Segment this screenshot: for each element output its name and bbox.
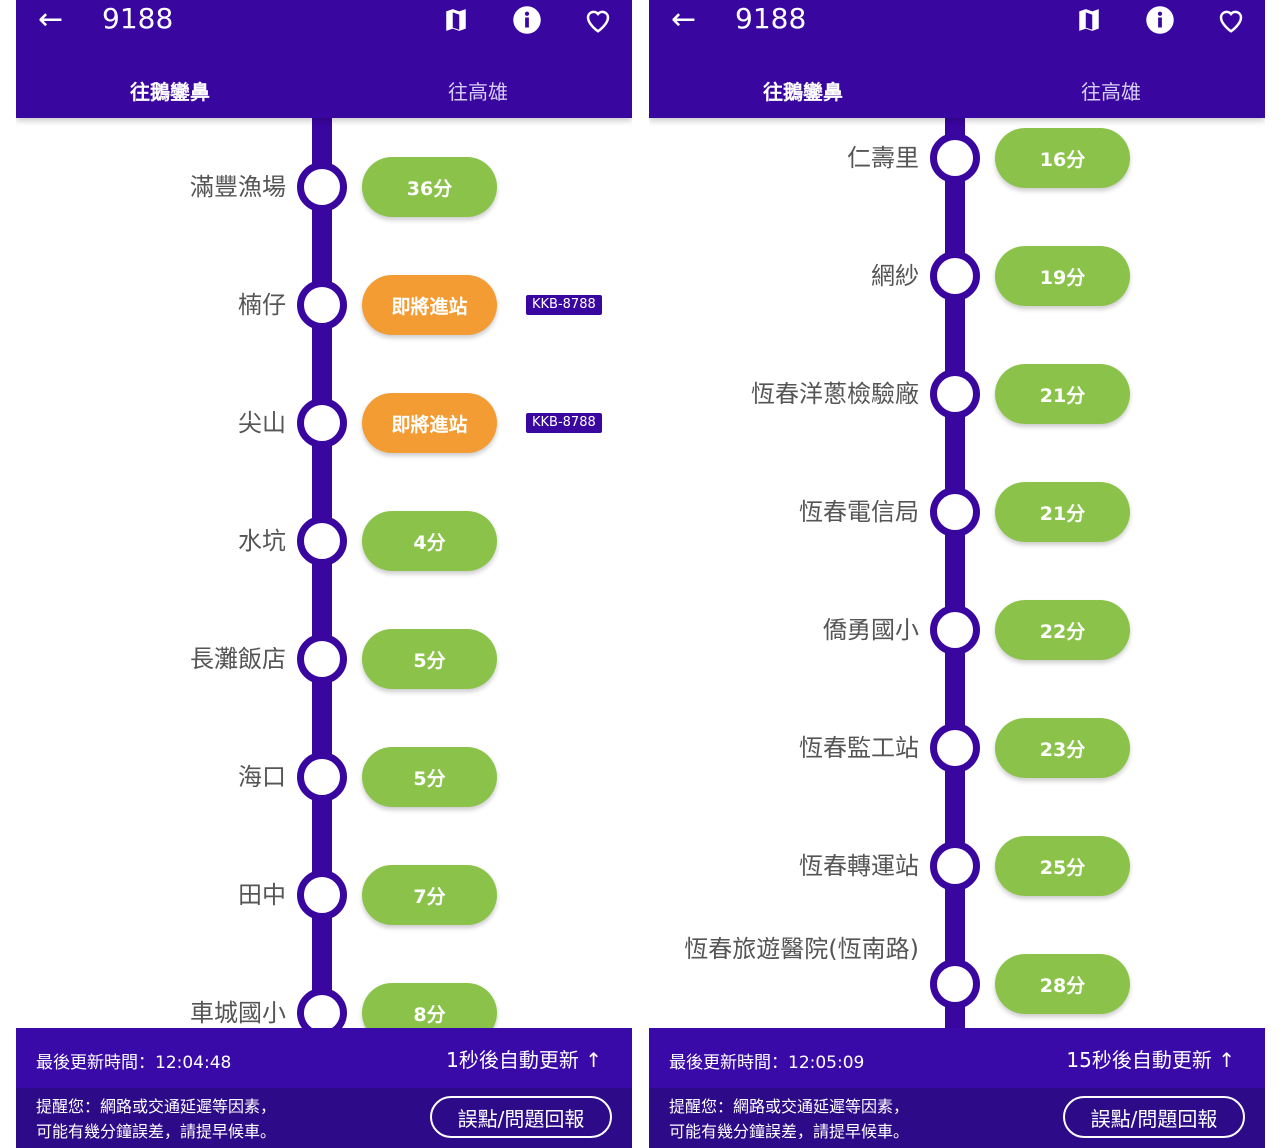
station-dot [297, 634, 347, 684]
station-dot [930, 487, 980, 537]
notice-bar: 提醒您：網路或交通延遲等因素， 可能有幾分鐘誤差，請提早候車。 誤點/問題回報 [649, 1088, 1265, 1148]
station-dot [297, 752, 347, 802]
bus-plate-badge: KKB-8788 [526, 413, 602, 433]
auto-refresh-button[interactable]: 1秒後自動更新 ↑ [446, 1048, 602, 1072]
notice-line: 提醒您：網路或交通延遲等因素， [669, 1097, 910, 1116]
station-name: 海口 [238, 763, 286, 791]
station-name: 楠仔 [238, 291, 286, 319]
station-row[interactable]: 水坑 4分 [16, 511, 632, 571]
eta-badge: 5分 [362, 747, 497, 807]
delay-notice: 提醒您：網路或交通延遲等因素， 可能有幾分鐘誤差，請提早候車。 [669, 1094, 909, 1144]
station-name: 長灘飯店 [190, 645, 286, 673]
eta-badge: 即將進站 [362, 275, 497, 335]
route-title: 9188 [735, 2, 807, 35]
station-dot [930, 841, 980, 891]
eta-badge: 25分 [995, 836, 1130, 896]
heart-icon[interactable] [1215, 4, 1247, 36]
map-icon[interactable] [1073, 4, 1105, 36]
notice-line: 提醒您：網路或交通延遲等因素， [36, 1097, 277, 1116]
station-dot [297, 280, 347, 330]
tab-to-kaohsiung[interactable]: 往高雄 [1081, 80, 1141, 104]
station-name: 車城國小 [190, 999, 286, 1027]
notice-bar: 提醒您：網路或交通延遲等因素， 可能有幾分鐘誤差，請提早候車。 誤點/問題回報 [16, 1088, 632, 1148]
update-bar: 最後更新時間：12:04:48 1秒後自動更新 ↑ [16, 1028, 632, 1088]
tab-to-kaohsiung[interactable]: 往高雄 [448, 80, 508, 104]
route-line [312, 118, 332, 1118]
station-row[interactable]: 仁壽里 16分 [649, 128, 1265, 188]
update-bar: 最後更新時間：12:05:09 15秒後自動更新 ↑ [649, 1028, 1265, 1088]
info-icon[interactable] [511, 4, 543, 36]
station-name: 恆春轉運站 [799, 852, 919, 880]
report-issue-button[interactable]: 誤點/問題回報 [430, 1096, 612, 1138]
station-name: 網紗 [871, 262, 919, 290]
eta-badge: 7分 [362, 865, 497, 925]
notice-line: 可能有幾分鐘誤差，請提早候車。 [669, 1122, 910, 1141]
eta-badge: 28分 [995, 954, 1130, 1014]
eta-badge: 16分 [995, 128, 1130, 188]
station-dot [930, 133, 980, 183]
tab-to-eluanbi[interactable]: 往鵝鑾鼻 [130, 80, 210, 104]
station-name: 恆春監工站 [799, 734, 919, 762]
info-icon[interactable] [1144, 4, 1176, 36]
station-dot [930, 369, 980, 419]
app-header: ← 9188 往鵝鑾鼻 往高雄 [16, 0, 632, 118]
route-panel-right: 仁壽里 16分 網紗 19分 恆春洋蔥檢驗廠 21分 恆春電信局 21分 僑勇國… [649, 0, 1265, 1148]
arrow-left-icon[interactable]: ← [671, 2, 697, 37]
station-dot [297, 516, 347, 566]
station-name: 僑勇國小 [823, 616, 919, 644]
station-row[interactable]: 尖山 即將進站 KKB-8788 [16, 393, 632, 453]
map-icon[interactable] [440, 4, 472, 36]
station-row[interactable]: 恆春電信局 21分 [649, 482, 1265, 542]
station-row[interactable]: 恆春轉運站 25分 [649, 836, 1265, 896]
station-dot [297, 870, 347, 920]
eta-badge: 21分 [995, 482, 1130, 542]
station-row[interactable]: 田中 7分 [16, 865, 632, 925]
last-update-time: 最後更新時間：12:04:48 [36, 1053, 232, 1073]
station-name: 仁壽里 [847, 144, 919, 172]
bus-plate-badge: KKB-8788 [526, 295, 602, 315]
station-dot [930, 251, 980, 301]
station-name: 恆春洋蔥檢驗廠 [751, 380, 919, 408]
station-dot [930, 605, 980, 655]
station-dot [297, 162, 347, 212]
route-panel-left: 滿豐漁場 36分 楠仔 即將進站 KKB-8788 尖山 即將進站 KKB-87… [16, 0, 632, 1148]
station-row[interactable]: 網紗 19分 [649, 246, 1265, 306]
notice-line: 可能有幾分鐘誤差，請提早候車。 [36, 1122, 277, 1141]
station-row[interactable]: 僑勇國小 22分 [649, 600, 1265, 660]
eta-badge: 19分 [995, 246, 1130, 306]
station-name: 尖山 [238, 409, 286, 437]
arrow-left-icon[interactable]: ← [38, 2, 64, 37]
report-issue-button[interactable]: 誤點/問題回報 [1063, 1096, 1245, 1138]
eta-badge: 即將進站 [362, 393, 497, 453]
tab-to-eluanbi[interactable]: 往鵝鑾鼻 [763, 80, 843, 104]
auto-refresh-button[interactable]: 15秒後自動更新 ↑ [1066, 1048, 1235, 1072]
station-row[interactable]: 恆春洋蔥檢驗廠 21分 [649, 364, 1265, 424]
eta-badge: 23分 [995, 718, 1130, 778]
station-row[interactable]: 恆春監工站 23分 [649, 718, 1265, 778]
station-dot [930, 959, 980, 1009]
station-name: 水坑 [238, 527, 286, 555]
delay-notice: 提醒您：網路或交通延遲等因素， 可能有幾分鐘誤差，請提早候車。 [36, 1094, 276, 1144]
station-row[interactable]: 滿豐漁場 36分 [16, 157, 632, 217]
eta-badge: 36分 [362, 157, 497, 217]
station-dot [930, 723, 980, 773]
station-name: 田中 [238, 881, 286, 909]
station-dot [297, 398, 347, 448]
eta-badge: 5分 [362, 629, 497, 689]
eta-badge: 21分 [995, 364, 1130, 424]
eta-badge: 22分 [995, 600, 1130, 660]
app-header: ← 9188 往鵝鑾鼻 往高雄 [649, 0, 1265, 118]
station-row[interactable]: 恆春旅遊醫院(恆南路) 28分 [649, 935, 1265, 1014]
station-row[interactable]: 楠仔 即將進站 KKB-8788 [16, 275, 632, 335]
eta-badge: 4分 [362, 511, 497, 571]
station-name: 恆春電信局 [799, 498, 919, 526]
last-update-time: 最後更新時間：12:05:09 [669, 1053, 865, 1073]
route-title: 9188 [102, 2, 174, 35]
station-name: 滿豐漁場 [190, 173, 286, 201]
station-row[interactable]: 海口 5分 [16, 747, 632, 807]
station-name: 恆春旅遊醫院(恆南路) [684, 935, 919, 963]
heart-icon[interactable] [582, 4, 614, 36]
station-row[interactable]: 長灘飯店 5分 [16, 629, 632, 689]
